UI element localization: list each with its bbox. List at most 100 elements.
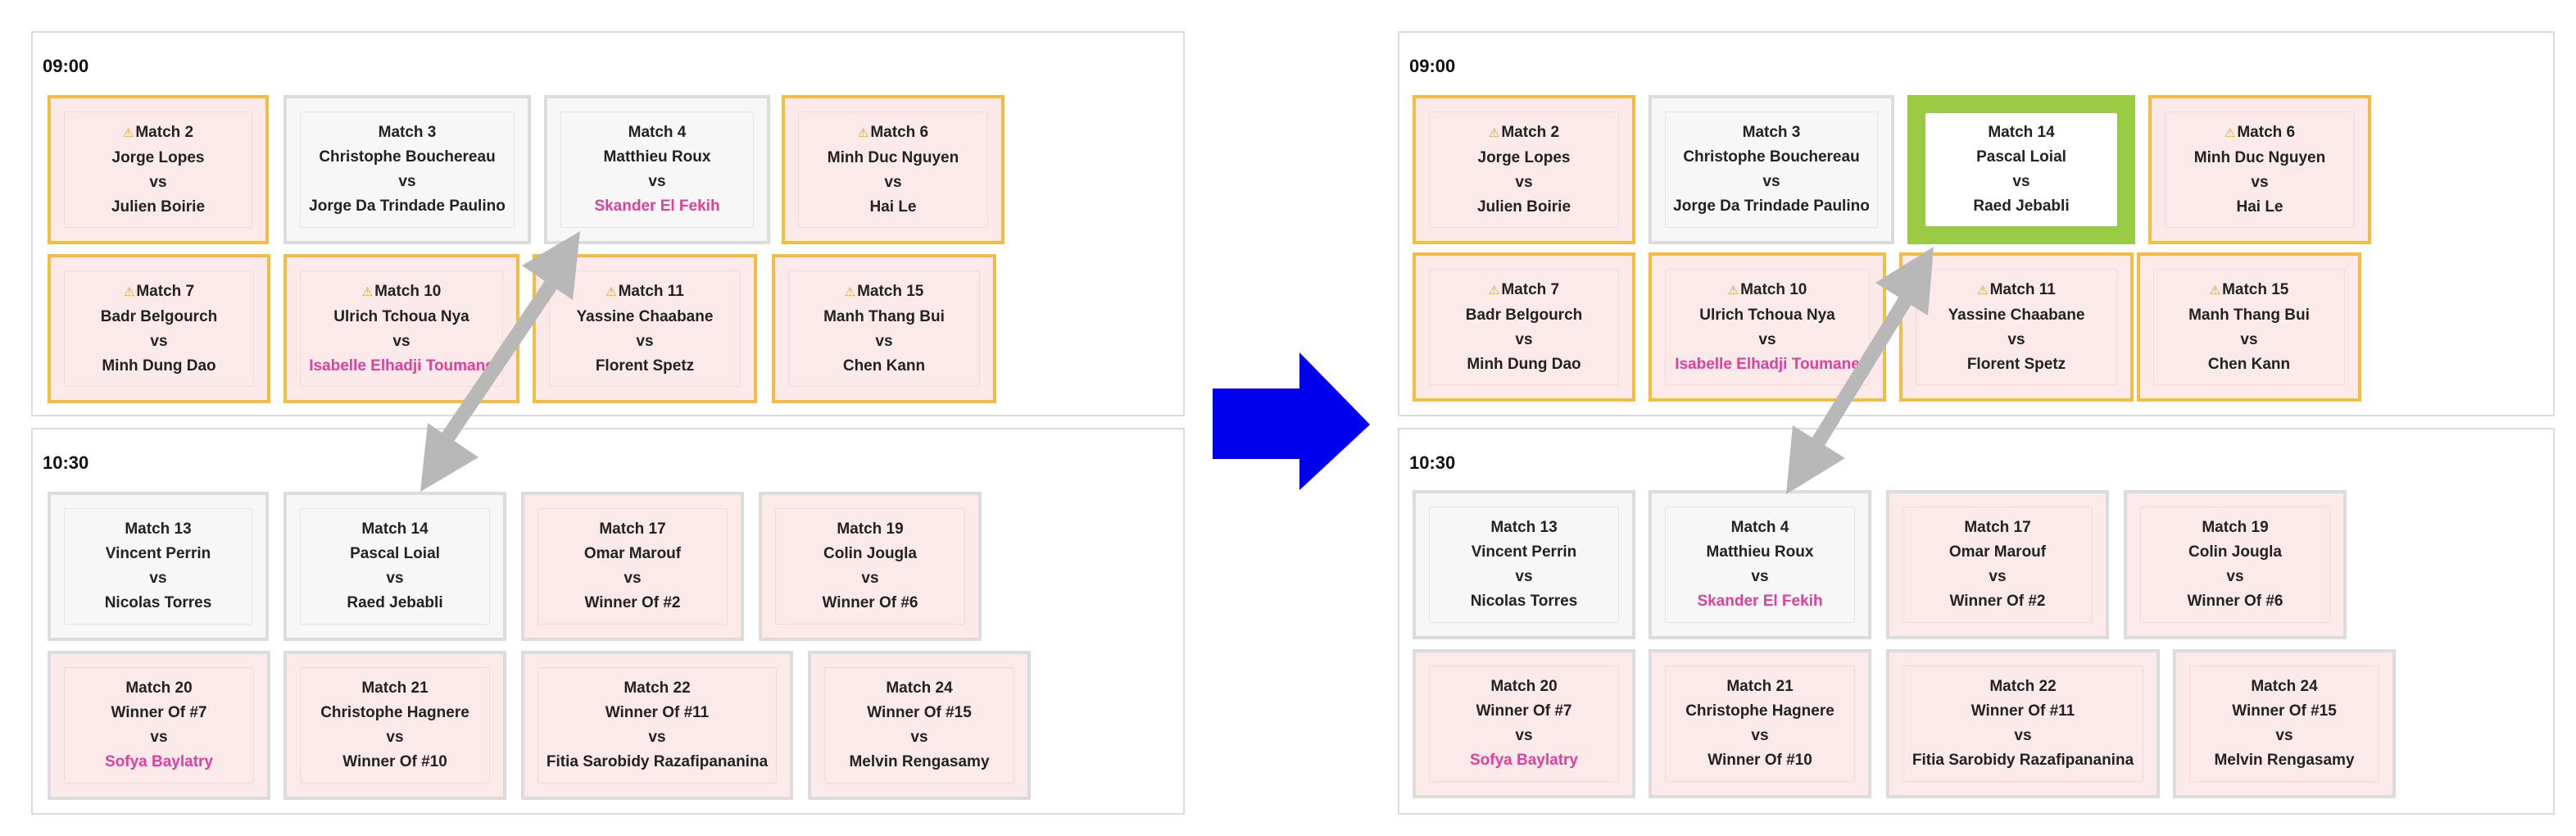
match-title: ⚠Match 11 bbox=[605, 279, 684, 305]
player-one: Pascal Loial bbox=[350, 545, 440, 562]
vs-label: vs bbox=[2014, 727, 2032, 744]
warning-icon: ⚠ bbox=[1488, 125, 1500, 140]
player-two: Winner Of #2 bbox=[584, 594, 681, 611]
match-title: Match 24 bbox=[886, 676, 952, 701]
match-title: Match 24 bbox=[2251, 675, 2317, 699]
player-one: Badr Belgourch bbox=[100, 307, 218, 325]
vs-label: vs bbox=[1515, 727, 1533, 744]
vs-label: vs bbox=[2226, 568, 2244, 585]
match-title: Match 14 bbox=[1988, 120, 2054, 145]
player-two: Julien Boirie bbox=[1476, 198, 1571, 216]
match-number: Match 24 bbox=[886, 679, 953, 697]
player-one: Badr Belgourch bbox=[1465, 306, 1583, 324]
match-number: Match 22 bbox=[624, 679, 691, 697]
vs-label: vs bbox=[861, 570, 879, 587]
player-two: Nicolas Torres bbox=[1470, 593, 1578, 610]
warning-icon: ⚠ bbox=[605, 284, 617, 299]
vs-label: vs bbox=[636, 332, 654, 350]
match-number: Match 20 bbox=[125, 679, 193, 697]
player-one: Christophe Bouchereau bbox=[1683, 148, 1860, 166]
warning-icon: ⚠ bbox=[1488, 283, 1500, 298]
vs-label: vs bbox=[648, 729, 666, 746]
match-title: ⚠Match 7 bbox=[1489, 278, 1559, 303]
vs-label: vs bbox=[2012, 173, 2030, 190]
player-two: Jorge Da Trindade Paulino bbox=[309, 198, 506, 215]
time-label: 10:30 bbox=[1409, 452, 1456, 473]
match-title: Match 14 bbox=[361, 517, 428, 542]
vs-label: vs bbox=[386, 570, 404, 587]
vs-label: vs bbox=[2240, 330, 2258, 348]
match-number: Match 11 bbox=[1989, 280, 2056, 298]
player-one: Jorge Lopes bbox=[1477, 148, 1571, 166]
match-number: Match 3 bbox=[1742, 124, 1801, 141]
player-one: Christophe Hagnere bbox=[1685, 702, 1834, 720]
match-title: Match 22 bbox=[1989, 675, 2056, 699]
time-label: 09:00 bbox=[43, 56, 89, 76]
warning-icon: ⚠ bbox=[857, 125, 869, 140]
player-two: Minh Dung Dao bbox=[1467, 355, 1581, 373]
match-number: Match 2 bbox=[135, 123, 194, 141]
match-number: Match 6 bbox=[2237, 123, 2296, 141]
warning-icon: ⚠ bbox=[123, 284, 135, 299]
match-number: Match 24 bbox=[2251, 678, 2318, 695]
match-number: Match 13 bbox=[1490, 519, 1558, 536]
swap-arrow-before bbox=[420, 231, 580, 492]
match-title: Match 17 bbox=[599, 517, 665, 542]
vs-label: vs bbox=[392, 332, 410, 350]
player-two: Skander El Fekih bbox=[1697, 593, 1823, 610]
vs-label: vs bbox=[149, 570, 167, 587]
player-two: Winner Of #6 bbox=[822, 594, 918, 611]
match-number: Match 6 bbox=[870, 123, 929, 141]
match-number: Match 15 bbox=[2222, 280, 2289, 298]
match-title: Match 20 bbox=[1490, 675, 1557, 699]
player-two: Winner Of #10 bbox=[342, 753, 447, 770]
player-two: Winner Of #6 bbox=[2187, 593, 2283, 610]
transition-arrow bbox=[1213, 352, 1370, 490]
match-title: Match 19 bbox=[837, 517, 903, 542]
match-title: Match 3 bbox=[1743, 120, 1801, 145]
